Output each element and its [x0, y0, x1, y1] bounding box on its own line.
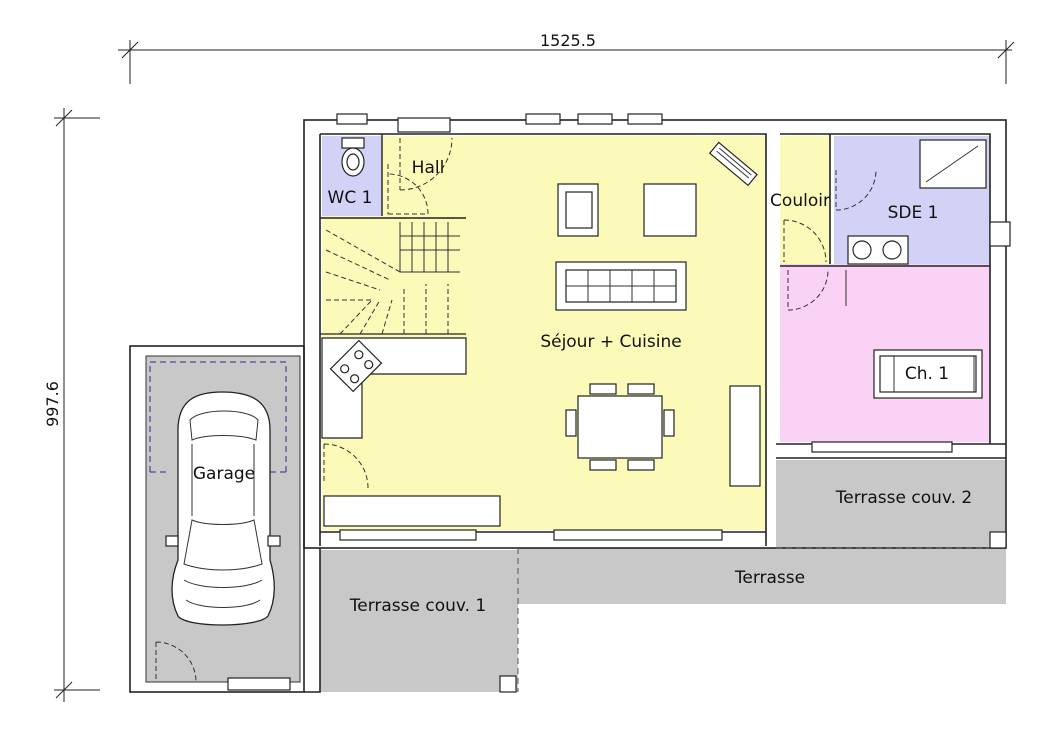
terrasse-area	[518, 548, 1006, 604]
room-label-terrasse-couv-1: Terrasse couv. 1	[349, 596, 487, 616]
dimension-height-label: 997.6	[43, 381, 62, 427]
sink-icon	[847, 235, 909, 265]
room-label-wc: WC 1	[328, 188, 373, 208]
armchair-icon	[557, 183, 599, 237]
room-label-sde: SDE 1	[888, 203, 939, 223]
toilet-icon	[341, 137, 365, 177]
coffee-table	[643, 183, 697, 237]
room-label-terrasse: Terrasse	[734, 568, 805, 588]
cooktop-icon	[329, 339, 383, 393]
garage-door-outline	[149, 361, 287, 473]
sofa-icon	[555, 261, 687, 311]
tv-icon	[708, 141, 758, 187]
car-icon	[165, 391, 281, 626]
couloir-area	[780, 136, 830, 264]
kitchen-bottom-counter	[323, 495, 501, 527]
post-1	[499, 675, 517, 693]
bed-icon	[873, 349, 983, 399]
room-label-terrasse-couv-2: Terrasse couv. 2	[835, 488, 973, 508]
staircase-icon	[325, 222, 460, 335]
dining-table-icon	[565, 383, 675, 471]
dimension-width: 1525.5	[118, 31, 1015, 84]
kitchen-counter	[321, 337, 467, 439]
staircase-area	[322, 222, 466, 336]
terrasse-couv-1-area	[320, 550, 518, 692]
room-label-garage: Garage	[193, 464, 255, 484]
dimension-width-label: 1525.5	[540, 31, 596, 50]
terrasse-couv-2-area	[776, 460, 1006, 550]
post-2	[989, 531, 1007, 549]
room-label-couloir: Couloir	[770, 191, 830, 211]
windows	[227, 113, 1011, 691]
dimension-height: 997.6	[43, 108, 100, 702]
shower-icon	[919, 139, 987, 189]
room-label-sejour: Séjour + Cuisine	[540, 332, 681, 352]
room-label-hall: Hall	[412, 158, 445, 178]
room-label-chambre: Ch. 1	[905, 364, 949, 384]
door-swings	[155, 137, 877, 683]
sideboard	[729, 385, 761, 487]
